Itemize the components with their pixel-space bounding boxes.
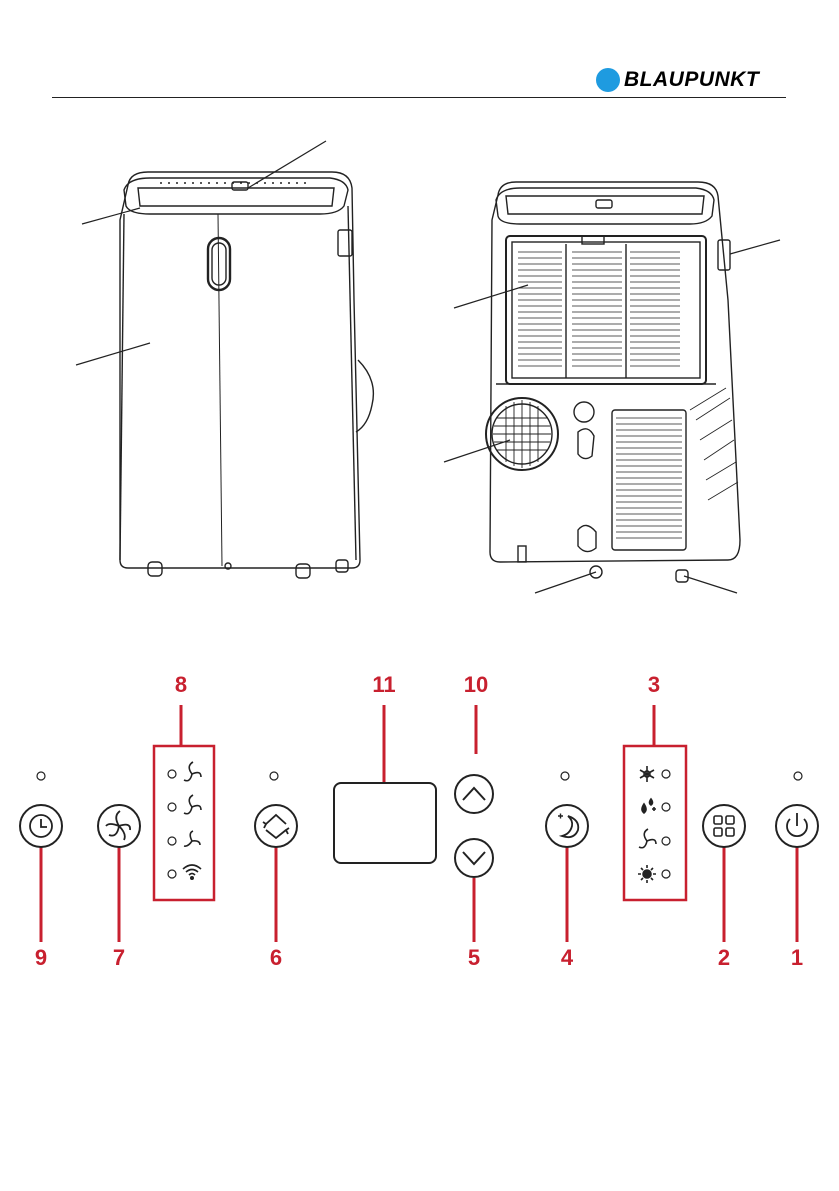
callout-11: 11	[364, 672, 404, 698]
heat-sun-icon	[638, 865, 656, 883]
callout-5: 5	[454, 945, 494, 971]
wifi-icon	[183, 865, 201, 879]
chevron-up-icon	[463, 788, 485, 800]
mode-group-frame	[624, 746, 686, 900]
fan-low-icon	[184, 831, 200, 846]
sleep-moon-icon	[558, 814, 578, 838]
callout-2: 2	[704, 945, 744, 971]
back-view	[444, 182, 780, 593]
mode-button[interactable]	[703, 805, 745, 847]
callout-1: 1	[777, 945, 817, 971]
fan-medium-icon	[184, 795, 201, 814]
callout-3: 3	[634, 672, 674, 698]
fan-mode-icon	[639, 829, 656, 848]
clock-icon	[30, 815, 52, 837]
callout-6: 6	[256, 945, 296, 971]
fan-high-icon	[184, 762, 201, 781]
power-icon	[787, 813, 807, 836]
fan-speed-button[interactable]	[98, 805, 140, 847]
swing-icon	[263, 815, 289, 838]
power-button[interactable]	[776, 805, 818, 847]
swing-button[interactable]	[255, 805, 297, 847]
snowflake-icon	[640, 766, 654, 782]
chevron-down-icon	[463, 852, 485, 864]
sleep-button[interactable]	[546, 805, 588, 847]
callout-8: 8	[161, 672, 201, 698]
dehumidify-drops-icon	[642, 799, 656, 813]
front-view	[76, 141, 373, 578]
down-button[interactable]	[455, 839, 493, 877]
callout-7: 7	[99, 945, 139, 971]
fan-speed-group-frame	[154, 746, 214, 900]
mode-grid-icon	[714, 816, 734, 836]
display-window	[334, 783, 436, 863]
timer-button[interactable]	[20, 805, 62, 847]
callout-10: 10	[456, 672, 496, 698]
callout-4: 4	[547, 945, 587, 971]
fan-icon	[106, 811, 130, 840]
callout-9: 9	[21, 945, 61, 971]
up-button[interactable]	[455, 775, 493, 813]
